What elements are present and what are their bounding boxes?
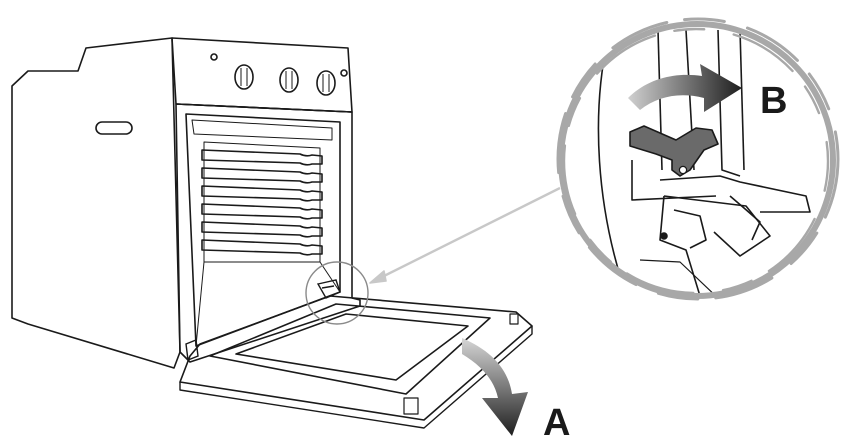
oven [11, 37, 361, 369]
door-hinge [185, 279, 341, 361]
knob-icon [234, 64, 254, 90]
control-knobs [210, 53, 348, 96]
oven-side-panel [11, 37, 181, 369]
shelf-rail [201, 149, 323, 166]
leader-arrowhead-icon [369, 270, 387, 284]
indicator-light-icon [340, 69, 348, 77]
shelf-rail [201, 239, 323, 256]
curved-arrow-right-icon [628, 64, 742, 112]
hinge-lever-icon [629, 125, 719, 177]
oven-door [179, 295, 533, 429]
shelf-rails [201, 149, 323, 256]
shelf-rail [201, 167, 323, 184]
label-b: B [760, 80, 788, 122]
leader-line [371, 186, 561, 284]
knob-icon [279, 67, 299, 93]
shelf-rail [201, 221, 323, 238]
door-glass [235, 313, 469, 381]
oven-front-frame [175, 103, 361, 363]
door-outer-frame [179, 295, 533, 421]
curved-arrow-down-icon [462, 338, 528, 436]
label-a: A [543, 402, 571, 444]
knob-icon [316, 70, 336, 96]
shelf-rail [201, 203, 323, 220]
door-inner-frame [209, 303, 491, 395]
side-handle-slot [95, 121, 133, 135]
magnified-hinge-view [556, 17, 840, 301]
shelf-rail [201, 185, 323, 202]
magnifier-ring [556, 17, 840, 301]
hinge-highlight-circle [305, 261, 369, 325]
indicator-light-icon [210, 53, 218, 61]
control-panel [171, 37, 353, 113]
